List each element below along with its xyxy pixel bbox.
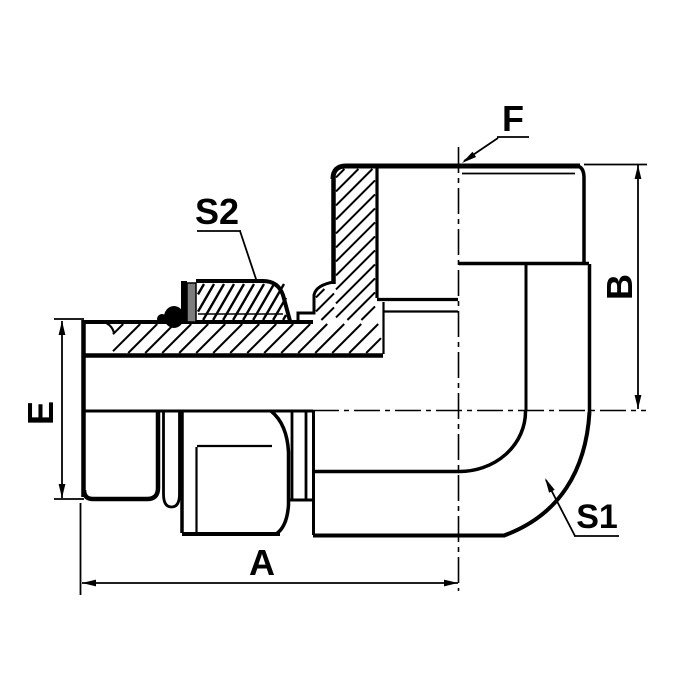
hatch-wall-foot xyxy=(315,288,335,321)
seal-washer-tab xyxy=(162,410,181,509)
hatch-flange-band xyxy=(112,323,382,354)
leader-f-arrow xyxy=(462,151,477,163)
dim-label-s2: S2 xyxy=(194,191,240,232)
retaining-washer xyxy=(186,282,197,323)
locknut-left-bar xyxy=(181,281,187,323)
dim-e-arrow-down xyxy=(58,484,66,498)
dim-label-f: F xyxy=(502,98,524,139)
dim-label-b: B xyxy=(599,274,640,300)
elbow-outer-curve xyxy=(503,411,592,538)
dim-label-s1: S1 xyxy=(576,498,618,536)
o-ring-seal-lobe xyxy=(157,314,167,324)
leader-s1-arrow xyxy=(545,478,555,493)
top-face-edge xyxy=(330,163,580,180)
dim-a-arrow-right xyxy=(444,579,458,587)
dim-b-arrow-up xyxy=(634,165,642,179)
hatch-port-wall xyxy=(335,168,376,321)
stud-outline xyxy=(81,410,161,502)
dim-e-arrow-up xyxy=(58,321,66,335)
thread-runout-step xyxy=(103,320,116,334)
leader-s2-line xyxy=(239,230,258,283)
dim-b-arrow-down xyxy=(634,395,642,409)
locknut-section-outline xyxy=(196,279,292,322)
dim-a-arrow-left xyxy=(82,579,96,587)
locknut-right-chamfer xyxy=(269,409,291,536)
elbow-inner-fillet xyxy=(457,410,528,474)
port-boss-outer-wall xyxy=(576,164,586,263)
o-ring-seal xyxy=(164,306,184,328)
dim-label-e: E xyxy=(20,400,61,426)
dim-label-a: A xyxy=(249,542,275,583)
wall-foot-step xyxy=(296,280,335,321)
